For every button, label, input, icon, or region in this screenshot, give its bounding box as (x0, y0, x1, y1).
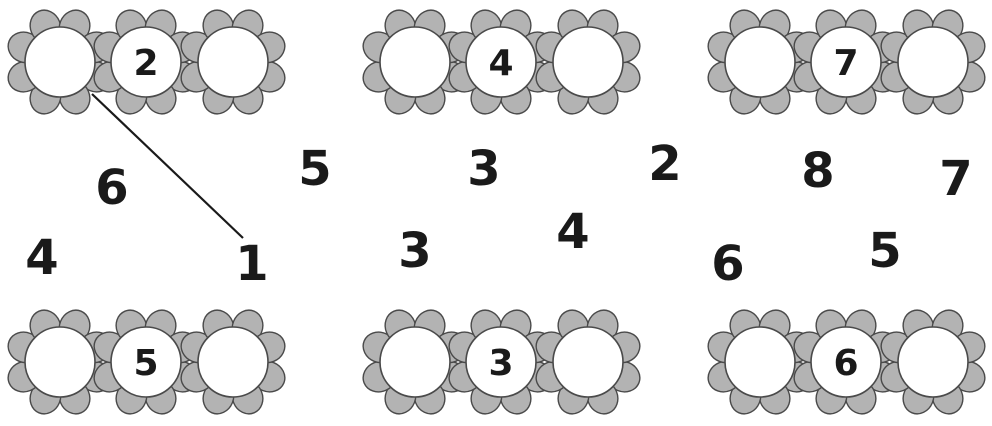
blank-flower[interactable] (176, 5, 289, 118)
scattered-number[interactable]: 4 (556, 204, 589, 260)
flower-center-circle[interactable] (725, 327, 795, 397)
blank-flower[interactable] (358, 5, 471, 118)
flower-center-circle[interactable] (198, 327, 268, 397)
scattered-number[interactable]: 8 (801, 143, 834, 199)
flower-group-top-right: 7 (703, 5, 989, 118)
scattered-number[interactable]: 5 (868, 223, 901, 279)
blank-flower[interactable] (876, 305, 989, 418)
flower-center-number: 4 (488, 43, 513, 84)
flower-center-circle[interactable] (553, 27, 623, 97)
scattered-number[interactable]: 4 (25, 230, 58, 286)
scattered-number[interactable]: 3 (398, 223, 431, 279)
scattered-number[interactable]: 7 (939, 151, 972, 207)
scattered-number[interactable]: 1 (235, 236, 268, 292)
flower-group-top-left: 2 (3, 5, 289, 118)
flower-center-number: 3 (488, 343, 513, 384)
blank-flower[interactable] (703, 305, 816, 418)
flower-center-circle[interactable] (198, 27, 268, 97)
flower-center-number: 2 (133, 43, 158, 84)
scattered-number[interactable]: 2 (648, 136, 681, 192)
flower-group-bottom-right: 6 (703, 305, 989, 418)
blank-flower[interactable] (3, 305, 116, 418)
scattered-number[interactable]: 5 (298, 141, 331, 197)
scattered-number[interactable]: 6 (95, 160, 128, 216)
flower-center-circle[interactable] (898, 327, 968, 397)
flower-center-circle[interactable] (898, 27, 968, 97)
blank-flower[interactable] (703, 5, 816, 118)
flower-center-circle[interactable] (25, 327, 95, 397)
flower-center-number: 6 (833, 343, 858, 384)
blank-flower[interactable] (531, 5, 644, 118)
scattered-number[interactable]: 3 (467, 141, 500, 197)
flower-center-circle[interactable] (25, 27, 95, 97)
flower-center-circle[interactable] (553, 327, 623, 397)
flower-center-number: 7 (833, 43, 858, 84)
scattered-number[interactable]: 6 (711, 236, 744, 292)
flower-center-circle[interactable] (380, 327, 450, 397)
blank-flower[interactable] (358, 305, 471, 418)
flower-center-circle[interactable] (380, 27, 450, 97)
flower-center-circle[interactable] (725, 27, 795, 97)
flower-group-bottom-left: 5 (3, 305, 289, 418)
blank-flower[interactable] (876, 5, 989, 118)
blank-flower[interactable] (531, 305, 644, 418)
flower-group-bottom-middle: 3 (358, 305, 644, 418)
flower-center-number: 5 (133, 343, 158, 384)
blank-flower[interactable] (176, 305, 289, 418)
flower-group-top-middle: 4 (358, 5, 644, 118)
